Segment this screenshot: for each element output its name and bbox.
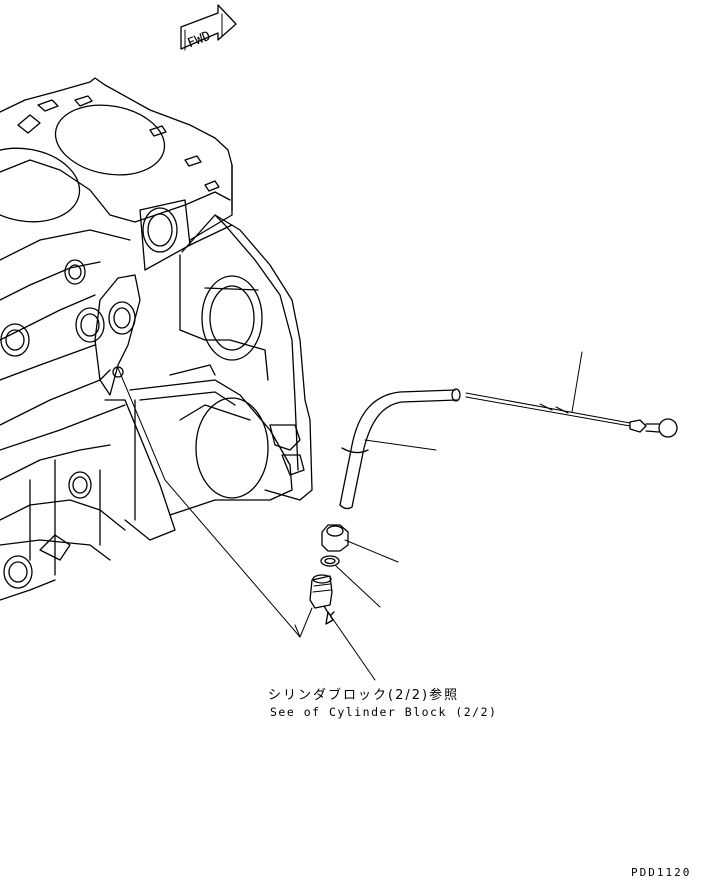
- fwd-arrow-icon: FWD: [180, 4, 237, 51]
- nut: [321, 524, 349, 552]
- reference-note-japanese: シリンダブロック(2/2)参照: [268, 688, 460, 703]
- cylinder-block: [0, 77, 313, 601]
- washer: [320, 555, 340, 567]
- reference-note-english: See of Cylinder Block (2/2): [270, 705, 498, 719]
- dipstick-guide-tube: [339, 388, 461, 510]
- leader-lines: [117, 351, 583, 681]
- adapter-fitting: [309, 574, 335, 617]
- dipstick: [465, 392, 678, 438]
- drawing-code: PDD1120: [631, 866, 692, 879]
